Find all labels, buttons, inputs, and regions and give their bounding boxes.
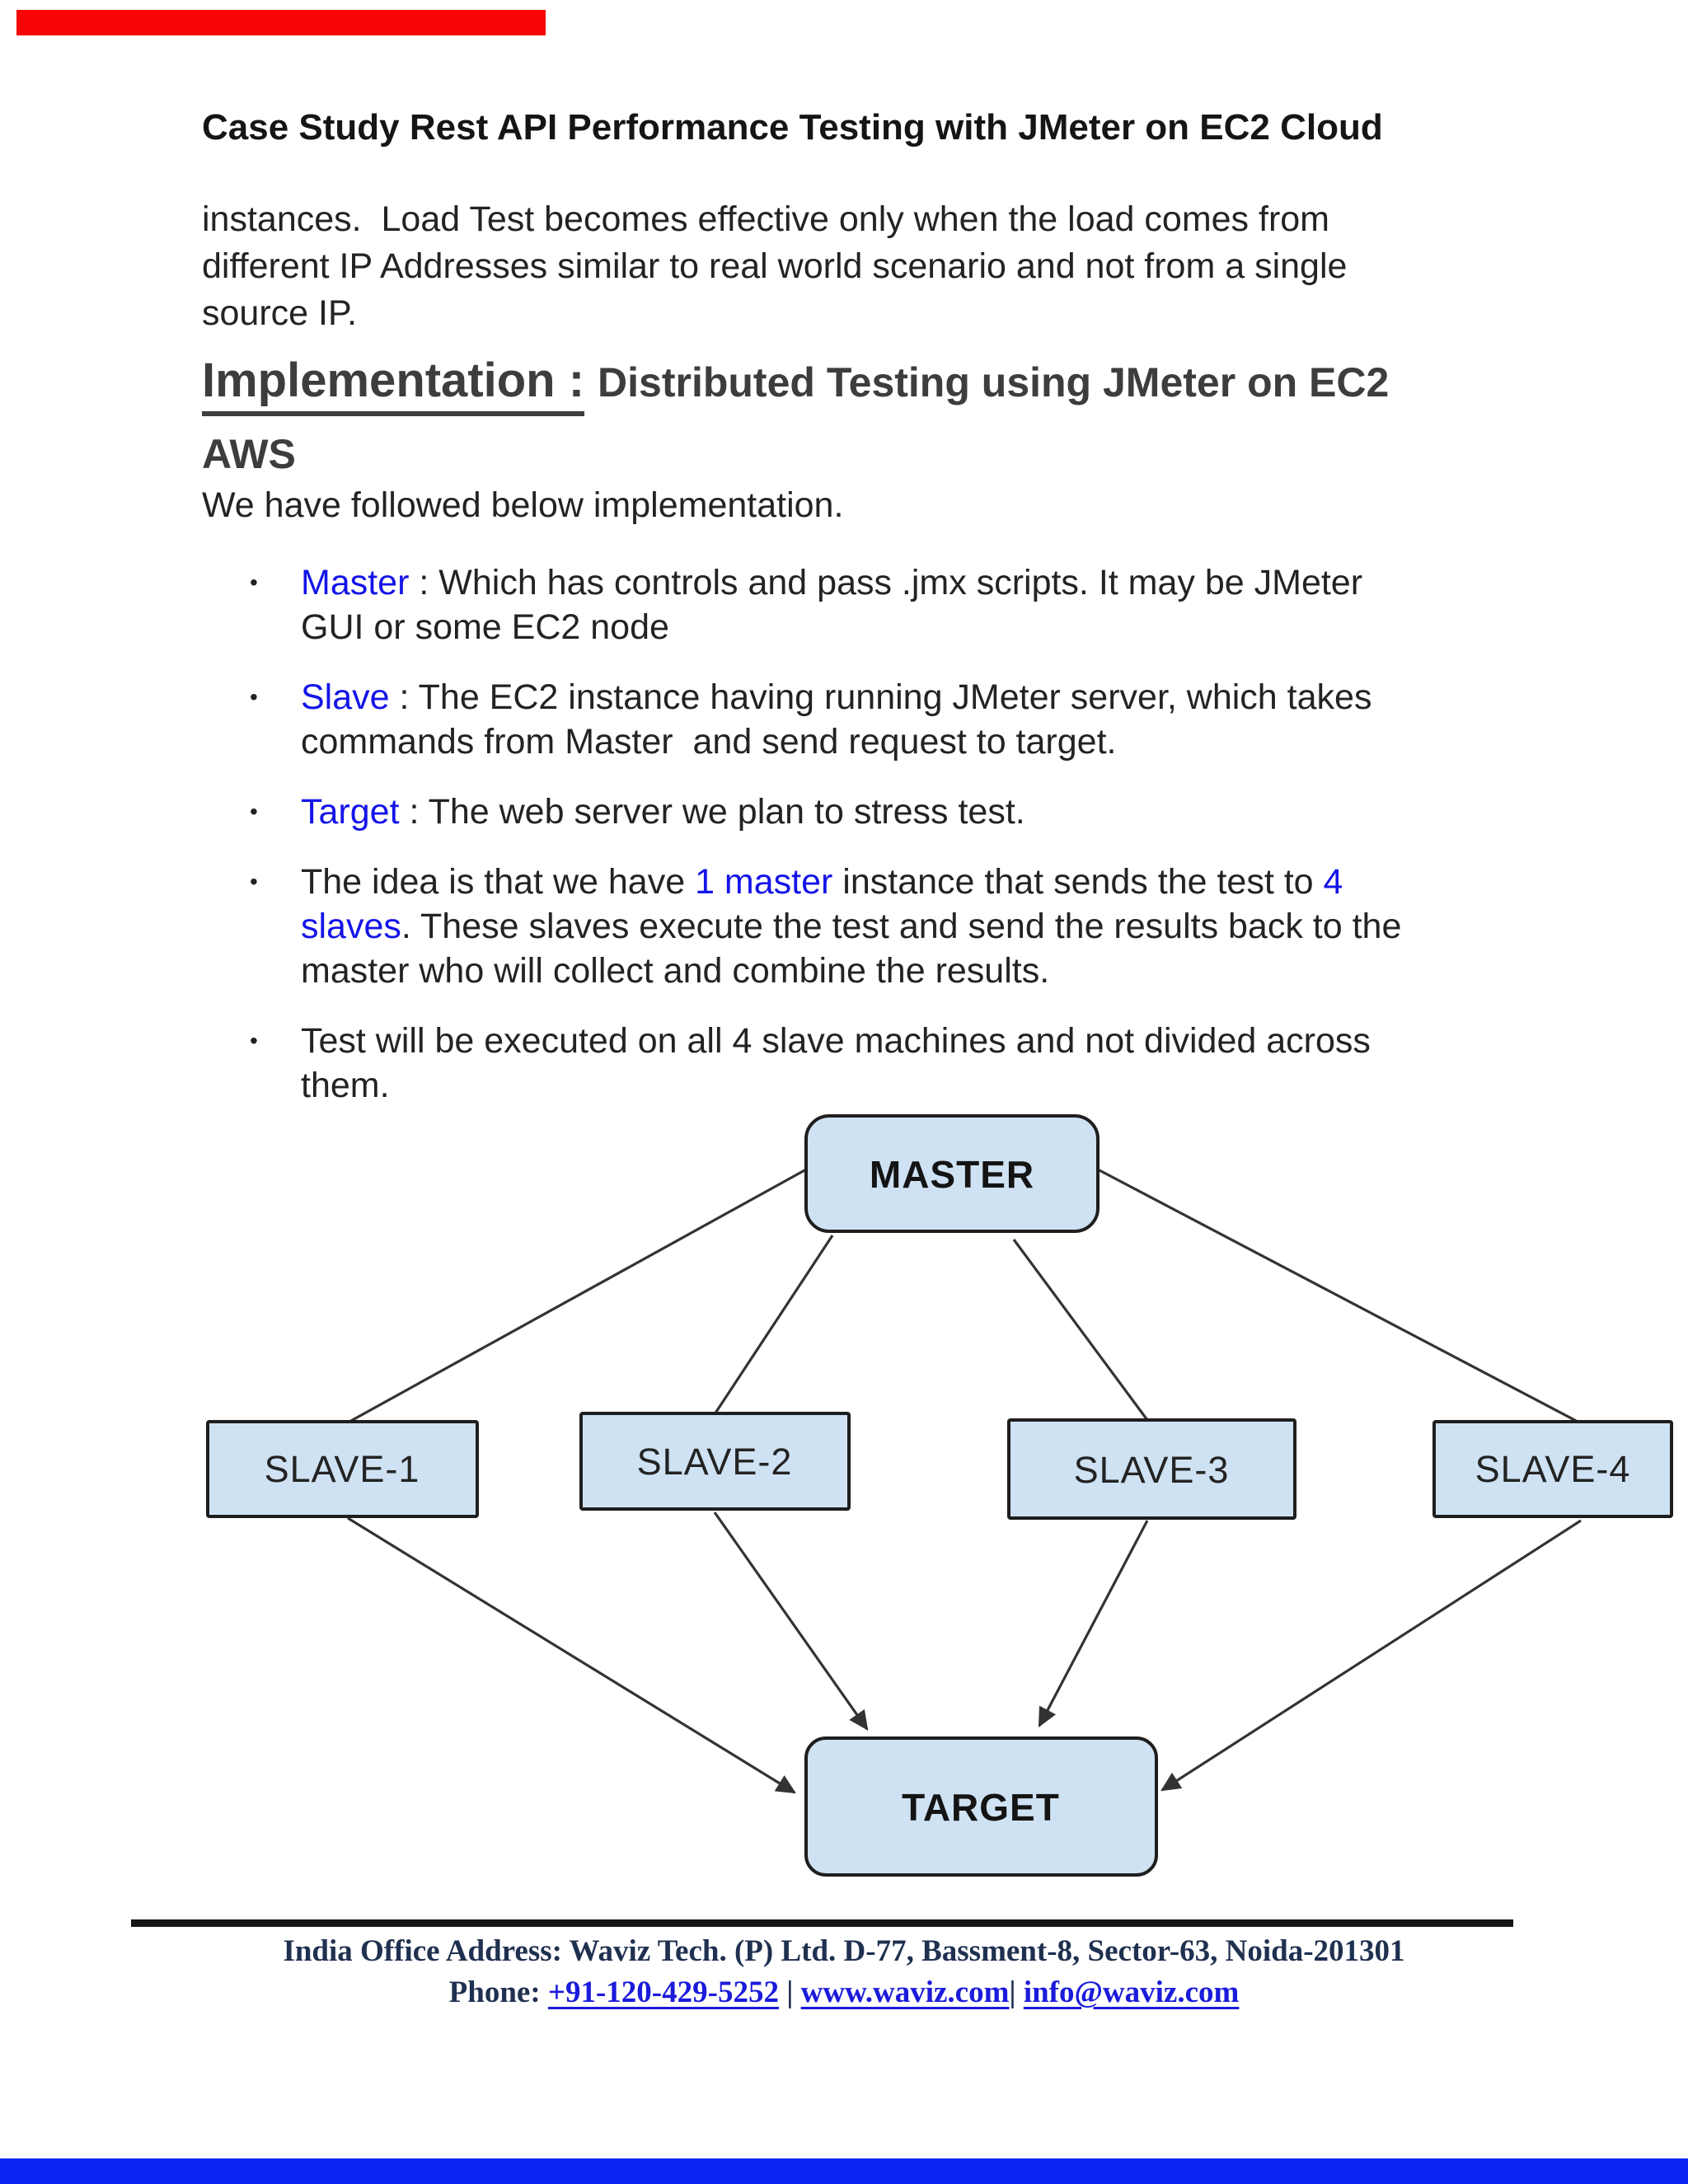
- footer-separator-text: |: [778, 1975, 801, 2009]
- bullet-icon: •: [250, 869, 258, 894]
- master-node: [804, 1114, 1100, 1233]
- master-node-label: MASTER: [870, 1153, 1034, 1196]
- footer-divider: [131, 1919, 1513, 1927]
- keyword-text: Master: [301, 563, 410, 602]
- email-link[interactable]: info@waviz.com: [1023, 1975, 1240, 2009]
- plain-text: The idea is that we have: [301, 862, 696, 902]
- bullet-text: The idea is that we have 1 master instan…: [301, 860, 1470, 993]
- footer-address: India Office Address: Waviz Tech. (P) Lt…: [283, 1934, 1405, 1968]
- slave2-node-label: SLAVE-2: [637, 1441, 793, 1483]
- implementation-heading-aws: AWS: [202, 431, 296, 477]
- bullet-icon: •: [250, 684, 258, 710]
- website-link[interactable]: www.waviz.com: [800, 1975, 1010, 2009]
- bullet-icon: •: [250, 569, 258, 595]
- bullet-text: Test will be executed on all 4 slave mac…: [301, 1019, 1470, 1108]
- bullet-text: Master : Which has controls and pass .jm…: [301, 560, 1470, 649]
- architecture-diagram: MASTER SLAVE-1 SLAVE-2 SLAVE-3 SLAVE-4 T…: [206, 1114, 1673, 1877]
- list-item: • Test will be executed on all 4 slave ma…: [250, 1019, 1470, 1108]
- page-title: Case Study Rest API Performance Testing …: [202, 107, 1383, 148]
- slave4-node-label: SLAVE-4: [1475, 1448, 1631, 1490]
- footer-separator-text: |: [1009, 1975, 1024, 2009]
- target-node: [804, 1736, 1158, 1877]
- list-item: • Master : Which has controls and pass .j…: [250, 560, 1470, 649]
- implementation-heading-underlined: Implementation :: [202, 354, 585, 416]
- intro-paragraph: instances. Load Test becomes effective o…: [202, 199, 1348, 333]
- slave1-node: [206, 1420, 479, 1518]
- phone-link[interactable]: +91-120-429-5252: [547, 1975, 779, 2009]
- bullet-text: Slave : The EC2 instance having running …: [301, 675, 1470, 764]
- implementation-bullet-list: • Master : Which has controls and pass .j…: [250, 560, 1470, 1133]
- target-node-label: TARGET: [902, 1786, 1060, 1829]
- list-item: • Target : The web server we plan to stre…: [250, 790, 1470, 834]
- list-item: • Slave : The EC2 instance having running…: [250, 675, 1470, 764]
- bullet-icon: •: [250, 799, 258, 824]
- plain-text: instance that sends the test to: [832, 862, 1324, 902]
- edge-slave2-target: [713, 1511, 869, 1731]
- bullet-text: Target : The web server we plan to stres…: [301, 790, 1470, 834]
- bullet-icon: •: [250, 1028, 258, 1053]
- edge-master-slave1: [349, 1168, 807, 1423]
- lead-sentence: We have followed below implementation.: [202, 485, 844, 525]
- plain-text: : The web server we plan to stress test.: [399, 792, 1025, 832]
- implementation-heading: Implementation : Distributed Testing usin…: [202, 353, 1603, 416]
- edge-slave1-target: [347, 1516, 796, 1794]
- edge-master-slave3: [1012, 1239, 1149, 1421]
- plain-text: : The EC2 instance having running JMeter…: [301, 677, 1372, 762]
- implementation-heading-sub: Distributed Testing using JMeter on EC2: [598, 359, 1390, 405]
- footer-separator-text: Phone:: [448, 1975, 548, 2009]
- slave3-node-label: SLAVE-3: [1074, 1449, 1230, 1491]
- edge-slave4-target: [1160, 1519, 1582, 1792]
- bottom-blue-bar: [0, 2158, 1688, 2184]
- edge-master-slave2: [713, 1235, 834, 1415]
- plain-text: : Which has controls and pass .jmx scrip…: [301, 563, 1363, 647]
- top-red-bar: [16, 10, 546, 35]
- slave1-node-label: SLAVE-1: [265, 1448, 420, 1490]
- edge-master-slave4: [1097, 1168, 1582, 1425]
- plain-text: Test will be executed on all 4 slave mac…: [301, 1021, 1371, 1105]
- keyword-text: Slave: [301, 677, 390, 717]
- keyword-text: 4 slaves: [301, 862, 1343, 946]
- edge-slave3-target: [1038, 1520, 1149, 1728]
- keyword-text: 1 master: [695, 862, 833, 902]
- list-item: • The idea is that we have 1 master insta…: [250, 860, 1470, 993]
- plain-text: . These slaves execute the test and send…: [301, 907, 1402, 991]
- slave2-node: [579, 1412, 851, 1511]
- footer-contacts: Phone: +91-120-429-5252 | www.waviz.com|…: [0, 1975, 1688, 2010]
- slave4-node: [1432, 1420, 1673, 1518]
- keyword-text: Target: [301, 792, 400, 832]
- slave3-node: [1007, 1418, 1296, 1520]
